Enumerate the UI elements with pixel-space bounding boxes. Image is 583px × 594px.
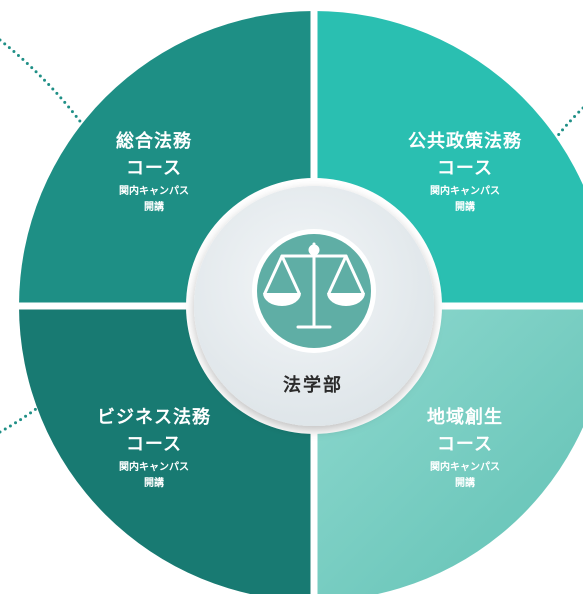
course-title-line2: コース [436, 434, 494, 455]
dotted-line-top-left [0, 38, 87, 130]
course-title-line1: 地域創生 [427, 407, 503, 428]
opening-note: 開講 [144, 202, 164, 213]
course-title-line1: 公共政策法務 [408, 131, 522, 152]
campus-note: 関内キャンパス [430, 462, 500, 473]
course-public-policy-legal: 公共政策法務 コース 関内キャンパス 開講 [390, 128, 540, 214]
opening-note: 開講 [144, 478, 164, 489]
course-business-legal: ビジネス法務 コース 関内キャンパス 開講 [79, 404, 229, 490]
course-title-line1: 総合法務 [116, 131, 192, 152]
scales-of-justice-icon [252, 229, 376, 353]
campus-note: 関内キャンパス [119, 186, 189, 197]
dotted-line-bottom-left [0, 400, 47, 434]
course-title-line2: コース [125, 158, 183, 179]
opening-note: 開講 [455, 202, 475, 213]
course-regional-revitalization: 地域創生 コース 関内キャンパス 開講 [390, 404, 540, 490]
faculty-title: 法学部 [283, 375, 343, 396]
campus-note: 関内キャンパス [119, 462, 189, 473]
course-title-line2: コース [436, 158, 494, 179]
course-title-line2: コース [125, 434, 183, 455]
campus-note: 関内キャンパス [430, 186, 500, 197]
course-title-line1: ビジネス法務 [97, 407, 211, 428]
opening-note: 開講 [455, 478, 475, 489]
course-general-legal: 総合法務 コース 関内キャンパス 開講 [79, 128, 229, 214]
